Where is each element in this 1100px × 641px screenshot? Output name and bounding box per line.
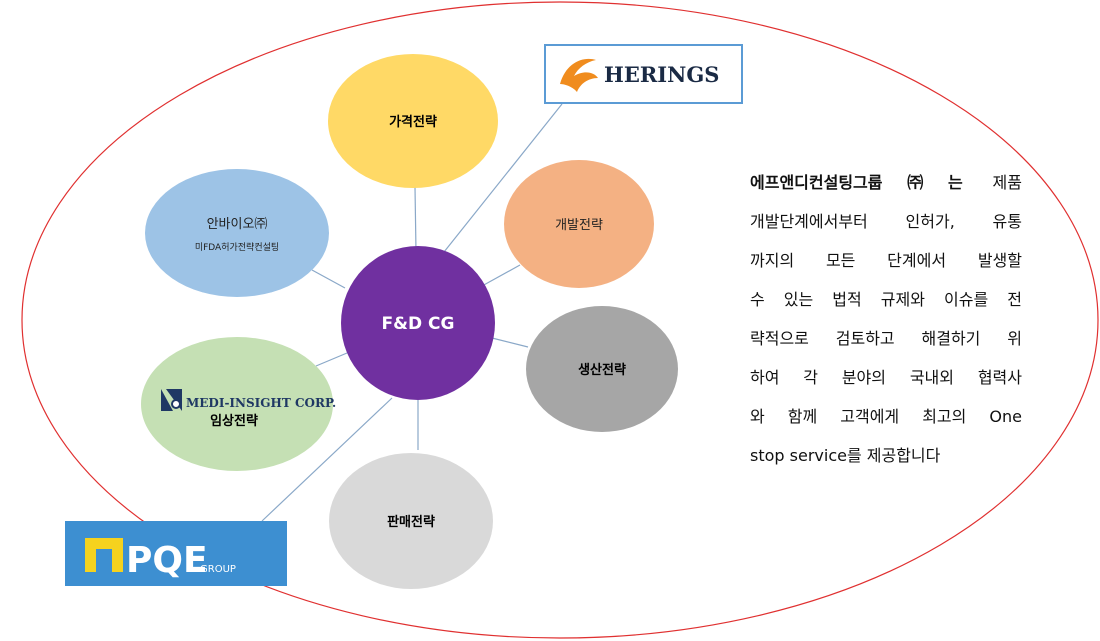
connector-lines — [261, 103, 563, 522]
node-anbaio-circle — [145, 169, 329, 297]
connector-production — [491, 337, 529, 348]
node-sales-circle — [329, 453, 493, 589]
node-pricing: 가격전략 — [328, 54, 498, 188]
description-line: 에프앤디컨설팅그룹㈜는 제품 — [750, 163, 1022, 202]
description-line: 개발단계에서부터 인허가, 유통 — [750, 212, 1022, 231]
description-line: 수 있는 법적 규제와 이슈를 전 — [750, 290, 1022, 309]
node-development-circle — [504, 160, 654, 288]
node-production: 생산전략 — [526, 306, 678, 432]
medi-insight-logo-dot — [171, 399, 181, 409]
connector-development — [481, 264, 521, 287]
pqe-mark-inner — [96, 549, 112, 572]
connector-clinical — [315, 352, 348, 367]
pqe-logo-text: PQE — [126, 540, 208, 581]
node-clinical-label: 임상전략 — [210, 413, 258, 429]
node-sales: 판매전략 — [329, 453, 493, 589]
connector-pricing — [414, 186, 417, 253]
description-line-text: 제품 — [992, 173, 1022, 192]
description-line: stop service를 제공합니다 — [750, 446, 941, 465]
connector-anbaio — [311, 269, 346, 289]
node-development: 개발전략 — [504, 160, 654, 288]
node-production-label: 생산전략 — [578, 362, 626, 378]
herings-logo-text: HERINGS — [604, 62, 719, 87]
connector-pqe — [261, 397, 393, 522]
node-clinical-circle — [141, 337, 333, 471]
center-node-label: F&D CG — [382, 314, 455, 334]
connector-herings — [443, 103, 563, 253]
description-line: 까지의 모든 단계에서 발생할 — [750, 251, 1022, 270]
description-line: 와 함께 고객에게 최고의 One — [750, 407, 1022, 426]
outer-ellipse — [21, 1, 1099, 639]
node-clinical: MEDI-INSIGHT CORP. 임상전략 — [141, 337, 336, 471]
node-sales-label: 판매전략 — [387, 514, 435, 530]
herings-bird-icon — [560, 58, 598, 92]
company-description: 에프앤디컨설팅그룹㈜는 제품 개발단계에서부터 인허가, 유통 까지의 모든 단… — [750, 163, 1022, 475]
node-development-label: 개발전략 — [555, 218, 603, 233]
node-pricing-label: 가격전략 — [389, 114, 437, 130]
herings-logo: HERINGS — [544, 44, 743, 104]
medi-insight-logo-text: MEDI-INSIGHT CORP. — [186, 396, 336, 410]
node-pricing-circle — [328, 54, 498, 188]
company-name: 에프앤디컨설팅그룹㈜는 — [750, 173, 963, 192]
node-anbaio-sublabel: 미FDA허가전략컨설팅 — [195, 241, 279, 253]
node-anbaio-label: 안바이오㈜ — [207, 217, 268, 232]
medi-insight-logo-shape — [161, 389, 173, 411]
center-node: F&D CG — [341, 246, 495, 400]
description-line: 략적으로 검토하고 해결하기 위 — [750, 329, 1022, 348]
node-production-circle — [526, 306, 678, 432]
pqe-logo: PQE GROUP — [65, 521, 287, 586]
description-line: 하여 각 분야의 국내외 협력사 — [750, 368, 1022, 387]
pqe-logo-suffix: GROUP — [200, 564, 236, 575]
medi-insight-logo-mark — [161, 389, 182, 411]
herings-logo-box — [544, 44, 743, 104]
center-node-circle — [341, 246, 495, 400]
node-anbaio: 안바이오㈜ 미FDA허가전략컨설팅 — [145, 169, 329, 297]
